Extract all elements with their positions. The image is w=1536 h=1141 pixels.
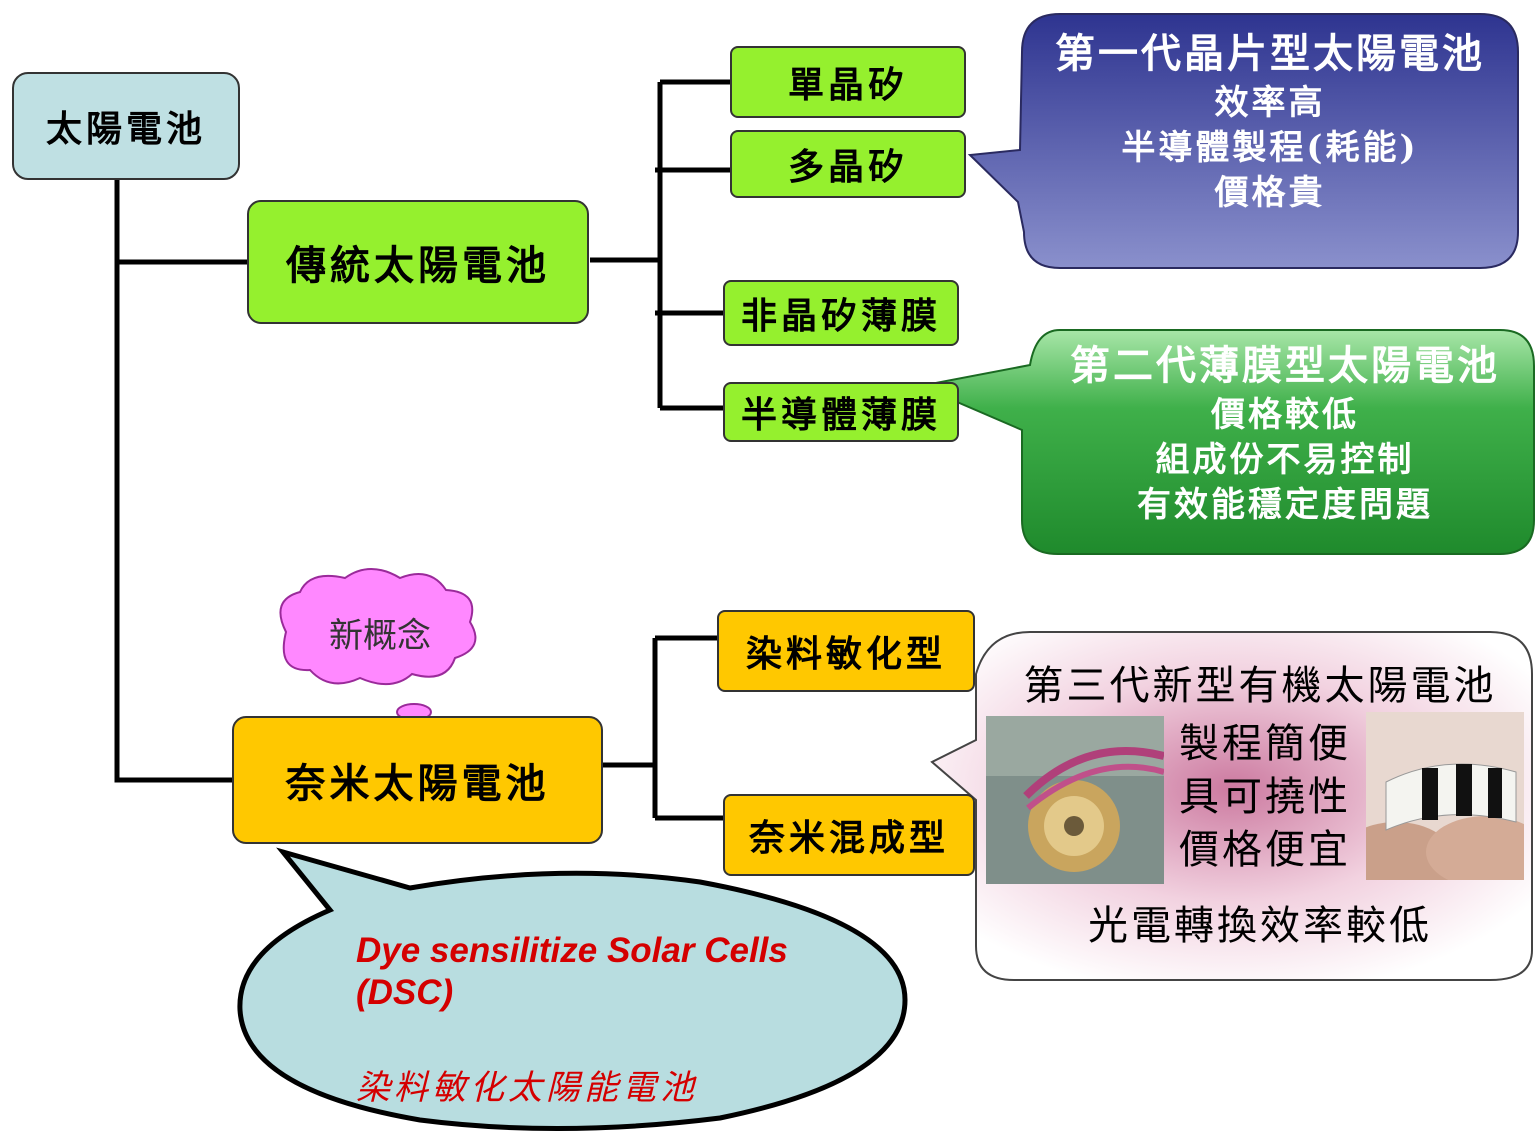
root-node-label: 太陽電池 (45, 108, 206, 150)
gen2-callout-line: 組成份不易控制 (1155, 439, 1415, 480)
gen1-callout-text: 第一代晶片型太陽電池 效率高 半導體製程(耗能) 價格貴 (1030, 28, 1510, 215)
gen2-callout-text: 第二代薄膜型太陽電池 價格較低 組成份不易控制 有效能穩定度問題 (1040, 340, 1530, 527)
flexible-cell-photo (1366, 712, 1524, 880)
root-trunk-line (114, 178, 232, 783)
gen2-callout-line: 有效能穩定度問題 (1137, 484, 1433, 525)
traditional-solar-cell-node: 傳統太陽電池 (247, 200, 589, 324)
semiconductor-film-label: 半導體薄膜 (740, 394, 941, 436)
poly-crystal-silicon-node: 多晶矽 (730, 130, 966, 198)
dsc-chinese-label: 染料敏化太陽能電池 (356, 1068, 698, 1108)
nano-solar-cell-label: 奈米太陽電池 (285, 760, 550, 807)
amorphous-silicon-film-node: 非晶矽薄膜 (723, 280, 959, 346)
gen1-callout-title: 第一代晶片型太陽電池 (1055, 30, 1485, 77)
gen3-callout-line: 製程簡便 (1179, 721, 1351, 767)
gen2-callout-bubble (916, 329, 1535, 555)
gen1-callout-line: 半導體製程(耗能) (1121, 127, 1419, 168)
single-crystal-silicon-node: 單晶矽 (730, 46, 966, 118)
gen2-callout-line: 價格較低 (1211, 394, 1359, 435)
gen3-callout-line: 具可撓性 (1179, 773, 1351, 820)
dye-sensitized-label: 染料敏化型 (745, 633, 946, 675)
gen3-callout-features: 製程簡便 具可撓性 價格便宜 (1170, 718, 1360, 876)
gen2-callout-title: 第二代薄膜型太陽電池 (1070, 342, 1500, 389)
traditional-solar-cell-label: 傳統太陽電池 (286, 242, 550, 289)
dye-sensitized-node: 染料敏化型 (717, 610, 975, 692)
amorphous-silicon-film-label: 非晶矽薄膜 (740, 295, 941, 337)
thought-cloud-label: 新概念 (329, 616, 431, 656)
dsc-english-label: Dye sensilitize Solar Cells (DSC) (356, 931, 788, 1012)
poly-crystal-silicon-label: 多晶矽 (787, 146, 908, 188)
nano-hybrid-node: 奈米混成型 (723, 794, 975, 876)
gen3-callout-line: 價格便宜 (1179, 826, 1351, 873)
single-crystal-silicon-label: 單晶矽 (787, 64, 908, 106)
roller-machine-photo (986, 716, 1164, 884)
gen1-callout-line: 價格貴 (1214, 172, 1326, 213)
nano-solar-cell-node: 奈米太陽電池 (232, 716, 603, 844)
gen3-callout-title: 第三代新型有機太陽電池 (1023, 663, 1497, 709)
nano-hybrid-label: 奈米混成型 (748, 817, 949, 859)
gen1-callout-bubble (967, 13, 1519, 269)
gen3-callout-footer: 光電轉換效率較低 (1088, 903, 1432, 949)
gen1-callout-line: 效率高 (1214, 82, 1326, 123)
root-node: 太陽電池 (12, 72, 240, 180)
semiconductor-film-node: 半導體薄膜 (723, 382, 959, 442)
dsc-speech-bubble (237, 847, 908, 1131)
